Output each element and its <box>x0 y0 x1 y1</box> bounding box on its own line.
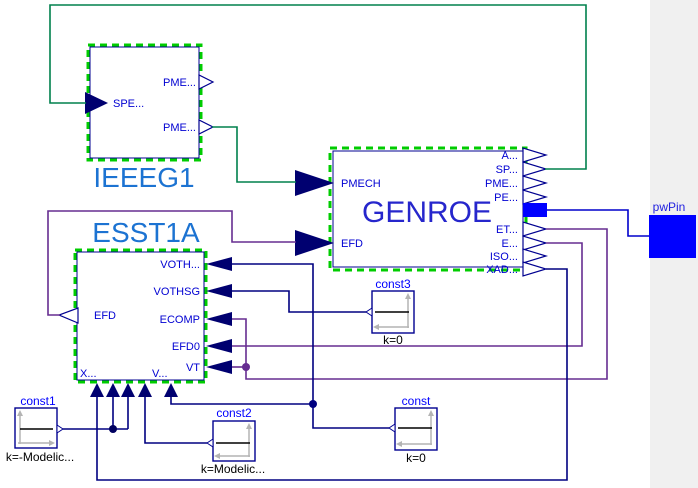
esst1a-vt-port-icon[interactable] <box>206 360 232 374</box>
block-pwpin[interactable]: pwPin <box>649 200 696 258</box>
genroe-out2-port-icon[interactable] <box>522 161 549 177</box>
ieeeg1-output1-port-icon[interactable] <box>198 74 215 90</box>
genroe-out5-port-icon[interactable] <box>522 221 549 237</box>
const-xaxis-arrow-icon <box>396 441 402 447</box>
genroe-out2-label: SP... <box>496 164 518 176</box>
esst1a-body[interactable] <box>76 251 205 381</box>
block-ieeeg1[interactable]: SPE... PME... PME... IEEEG1 <box>85 43 215 193</box>
esst1a-bottom-port2-icon[interactable] <box>106 383 120 397</box>
junction-dot-vt-branch <box>242 363 250 371</box>
esst1a-vt-label: VT <box>186 362 200 374</box>
esst1a-vothsg-port-icon[interactable] <box>206 284 232 298</box>
genroe-out7-label: ISO... <box>490 251 518 263</box>
const1-yaxis-arrow-icon <box>17 410 23 416</box>
const3-yaxis-arrow-icon <box>405 293 411 299</box>
block-const3[interactable]: const3 k=0 <box>365 277 415 347</box>
genroe-out3-port-icon[interactable] <box>522 175 549 191</box>
pwpin-square-icon[interactable] <box>649 215 696 258</box>
const1-xaxis-arrow-icon <box>49 440 55 446</box>
junction-dot-voth-branch <box>309 400 317 408</box>
ieeeg1-output2-port-icon[interactable] <box>198 119 215 135</box>
wire-genroe-et-to-esst1a-ecomp[interactable] <box>232 228 608 380</box>
wire-genroe-sp-to-ieeeg1-spe[interactable] <box>49 4 587 170</box>
const2-yaxis-arrow-icon <box>246 423 252 429</box>
const1-output-port-icon[interactable] <box>56 424 64 434</box>
esst1a-bottom-port5-icon[interactable] <box>164 383 178 397</box>
ieeeg1-title: IEEEG1 <box>93 162 194 193</box>
const3-xaxis-arrow-icon <box>373 324 379 330</box>
esst1a-title: ESST1A <box>92 217 200 248</box>
wire-const3-to-esst1a-vothsg[interactable] <box>232 290 366 313</box>
genroe-out4-port-icon[interactable] <box>522 189 549 205</box>
esst1a-bottom-port3-icon[interactable] <box>121 383 135 397</box>
block-const[interactable]: const k=0 <box>388 394 438 465</box>
const-output-port-icon[interactable] <box>388 423 396 433</box>
pwpin-label: pwPin <box>653 200 686 214</box>
genroe-out3-label: PME... <box>485 178 518 190</box>
genroe-efd-label: EFD <box>341 238 363 250</box>
genroe-pmech-port-icon[interactable] <box>295 170 334 196</box>
esst1a-v-label: V... <box>152 368 168 380</box>
genroe-pin-port-icon[interactable] <box>523 203 547 217</box>
const1-name: const1 <box>20 394 56 408</box>
ieeeg1-body[interactable] <box>89 46 200 159</box>
const2-name: const2 <box>216 406 252 420</box>
ieeeg1-output1-label: PME... <box>163 77 196 89</box>
genroe-out8-port-icon[interactable] <box>522 261 549 277</box>
const-yaxis-arrow-icon <box>428 410 434 416</box>
ieeeg1-input-label: SPE... <box>113 98 144 110</box>
wire-branch-to-esst1a-v-input[interactable] <box>170 397 313 405</box>
genroe-out4-label: PE... <box>494 192 518 204</box>
block-esst1a[interactable]: ESST1A EFD VOTH... VOTHSG ECOMP EFD0 VT … <box>57 217 232 397</box>
esst1a-ecomp-label: ECOMP <box>160 314 200 326</box>
const2-output-port-icon[interactable] <box>206 438 214 448</box>
genroe-out1-port-icon[interactable] <box>522 147 549 163</box>
esst1a-vothsg-label: VOTHSG <box>154 286 200 298</box>
ieeeg1-input-port-icon[interactable] <box>85 92 108 114</box>
genroe-out1-label: A... <box>501 150 518 162</box>
genroe-title: GENROE <box>362 196 492 229</box>
esst1a-bottom-port1-icon[interactable] <box>90 383 104 397</box>
esst1a-efd-port-icon[interactable] <box>57 307 79 324</box>
const2-xaxis-arrow-icon <box>214 453 220 459</box>
genroe-out7-port-icon[interactable] <box>522 248 549 264</box>
esst1a-bottom-port4-icon[interactable] <box>138 383 152 397</box>
const3-name: const3 <box>375 277 411 291</box>
esst1a-efd0-label: EFD0 <box>172 341 200 353</box>
wire-genroe-to-pwpin[interactable] <box>547 209 650 237</box>
wire-ieeeg1-pme-to-genroe-pmech[interactable] <box>212 126 296 183</box>
genroe-efd-port-icon[interactable] <box>295 230 334 256</box>
block-genroe[interactable]: PMECH EFD GENROE A... SP... PME... PE...… <box>295 146 549 277</box>
genroe-out5-label: ET... <box>496 224 518 236</box>
esst1a-voth-port-icon[interactable] <box>206 257 232 271</box>
genroe-out6-label: E... <box>501 238 518 250</box>
const2-k-label: k=Modelic... <box>201 462 265 476</box>
wire-const2-to-port4[interactable] <box>144 397 207 444</box>
wire-esst1a-efd-to-genroe-efd[interactable] <box>47 210 296 316</box>
genroe-out6-port-icon[interactable] <box>522 235 549 251</box>
esst1a-efd-label: EFD <box>94 310 116 322</box>
const3-output-port-icon[interactable] <box>365 307 373 317</box>
genroe-out8-label: XAD... <box>486 264 518 276</box>
junction-dot-const1 <box>109 425 117 433</box>
wire-genroe-xad-to-esst1a-x-input[interactable] <box>96 268 568 481</box>
wire-const-to-esst1a-voth[interactable] <box>232 263 389 429</box>
ieeeg1-output2-label: PME... <box>163 122 196 134</box>
const3-k-label: k=0 <box>383 333 403 347</box>
esst1a-voth-label: VOTH... <box>160 259 200 271</box>
const-k-label: k=0 <box>406 451 426 465</box>
block-const2[interactable]: const2 k=Modelic... <box>201 406 265 476</box>
block-const1[interactable]: const1 k=-Modelic... <box>6 394 74 464</box>
const1-k-label: k=-Modelic... <box>6 450 74 464</box>
esst1a-ecomp-port-icon[interactable] <box>206 312 232 326</box>
wire-genroe-e-to-esst1a-efd0[interactable] <box>232 242 583 347</box>
esst1a-efd0-port-icon[interactable] <box>206 339 232 353</box>
const-name: const <box>402 394 431 408</box>
genroe-pmech-label: PMECH <box>341 178 381 190</box>
esst1a-x-label: X... <box>80 368 97 380</box>
